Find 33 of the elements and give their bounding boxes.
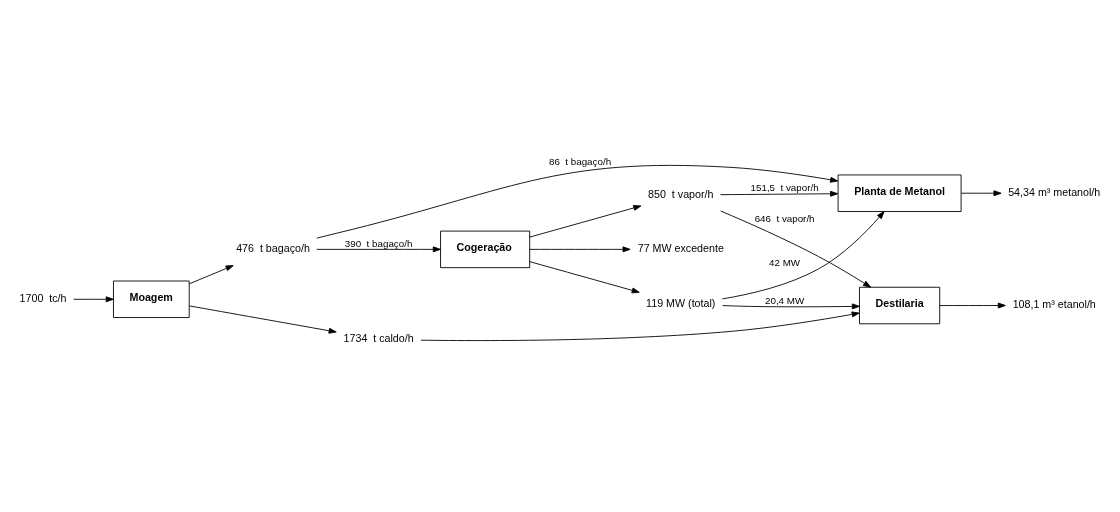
node-text: 54,34 m³ metanol/h <box>1008 185 1101 198</box>
edge-label: 42 MW <box>769 256 801 268</box>
node-text: 850 t vapor/h <box>648 187 714 200</box>
edge-label: 86 t bagaço/h <box>549 155 612 167</box>
arrow <box>189 304 337 334</box>
node-box: Destilaria <box>859 286 941 324</box>
arrow <box>420 310 860 341</box>
node-box: Planta de Metanol <box>837 174 962 212</box>
arrow <box>722 302 860 309</box>
node-text: 476 t bagaço/h <box>236 241 310 254</box>
arrow <box>720 210 872 288</box>
node-text: 119 MW (total) <box>646 296 716 308</box>
arrow <box>316 245 441 252</box>
node-text: 108,1 m³ etanol/h <box>1012 297 1096 310</box>
arrow <box>529 204 642 238</box>
arrow <box>939 302 1006 308</box>
edge-label: 20,4 MW <box>765 294 805 306</box>
node-text: 1734 t caldo/h <box>343 331 414 344</box>
arrow <box>189 264 234 284</box>
arrow <box>721 210 885 299</box>
arrow <box>316 164 839 239</box>
edge-label: 390 t bagaço/h <box>344 237 413 249</box>
node-box: Moagem <box>113 280 190 318</box>
edge-label: 151,5 t vapor/h <box>750 181 819 193</box>
arrow <box>720 190 839 197</box>
node-text: 77 MW excedente <box>637 241 724 254</box>
node-text: 1700 tc/h <box>19 291 67 304</box>
arrow <box>529 260 640 293</box>
arrow <box>960 189 1002 196</box>
arrow <box>529 245 631 252</box>
node-box: Cogeração <box>440 230 531 268</box>
edge-label: 646 t vapor/h <box>754 212 815 224</box>
arrow <box>73 295 114 302</box>
